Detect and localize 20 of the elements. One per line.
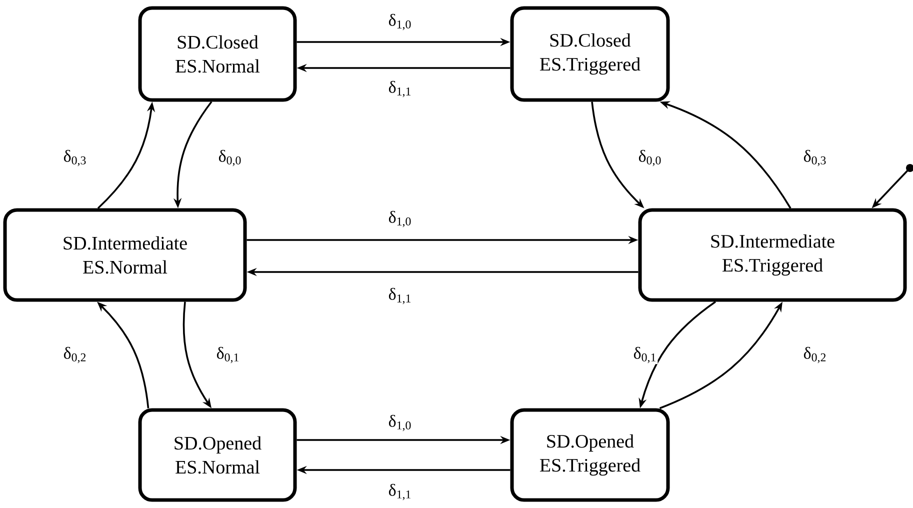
edge-label: δ$_{1,0}$ bbox=[387, 414, 413, 432]
state-box: SD.Intermediate ES.Triggered bbox=[638, 208, 907, 302]
edge-label: δ$_{0,0}$ bbox=[217, 148, 243, 168]
edge-label: δ$_{1,1}$ bbox=[387, 482, 413, 502]
state-box: SD.Opened ES.Normal bbox=[138, 408, 297, 502]
edge-label: δ$_{1,0}$ bbox=[387, 12, 413, 32]
edge-label: δ$_{0,3}$ bbox=[802, 148, 828, 168]
edge-label: δ$_{0,1}$ bbox=[632, 346, 658, 364]
edge-label: δ$_{0,2}$ bbox=[802, 346, 828, 364]
edge-label: δ$_{1,1}$ bbox=[387, 286, 413, 306]
edge-label: δ$_{0,0}$ bbox=[637, 148, 663, 168]
state-box: SD.Closed ES.Normal bbox=[138, 6, 297, 102]
edge-label: δ$_{1,1}$ bbox=[387, 80, 413, 98]
edge-label: δ$_{0,2}$ bbox=[62, 346, 88, 364]
edge-label: δ$_{1,0}$ bbox=[387, 210, 413, 228]
edge-label: δ$_{0,3}$ bbox=[62, 148, 88, 168]
state-box: SD.Opened ES.Triggered bbox=[510, 408, 670, 502]
state-box: SD.Closed ES.Triggered bbox=[510, 6, 670, 102]
state-box: SD.Intermediate ES.Normal bbox=[3, 208, 247, 302]
edge-label: δ$_{0,1}$ bbox=[215, 346, 241, 364]
